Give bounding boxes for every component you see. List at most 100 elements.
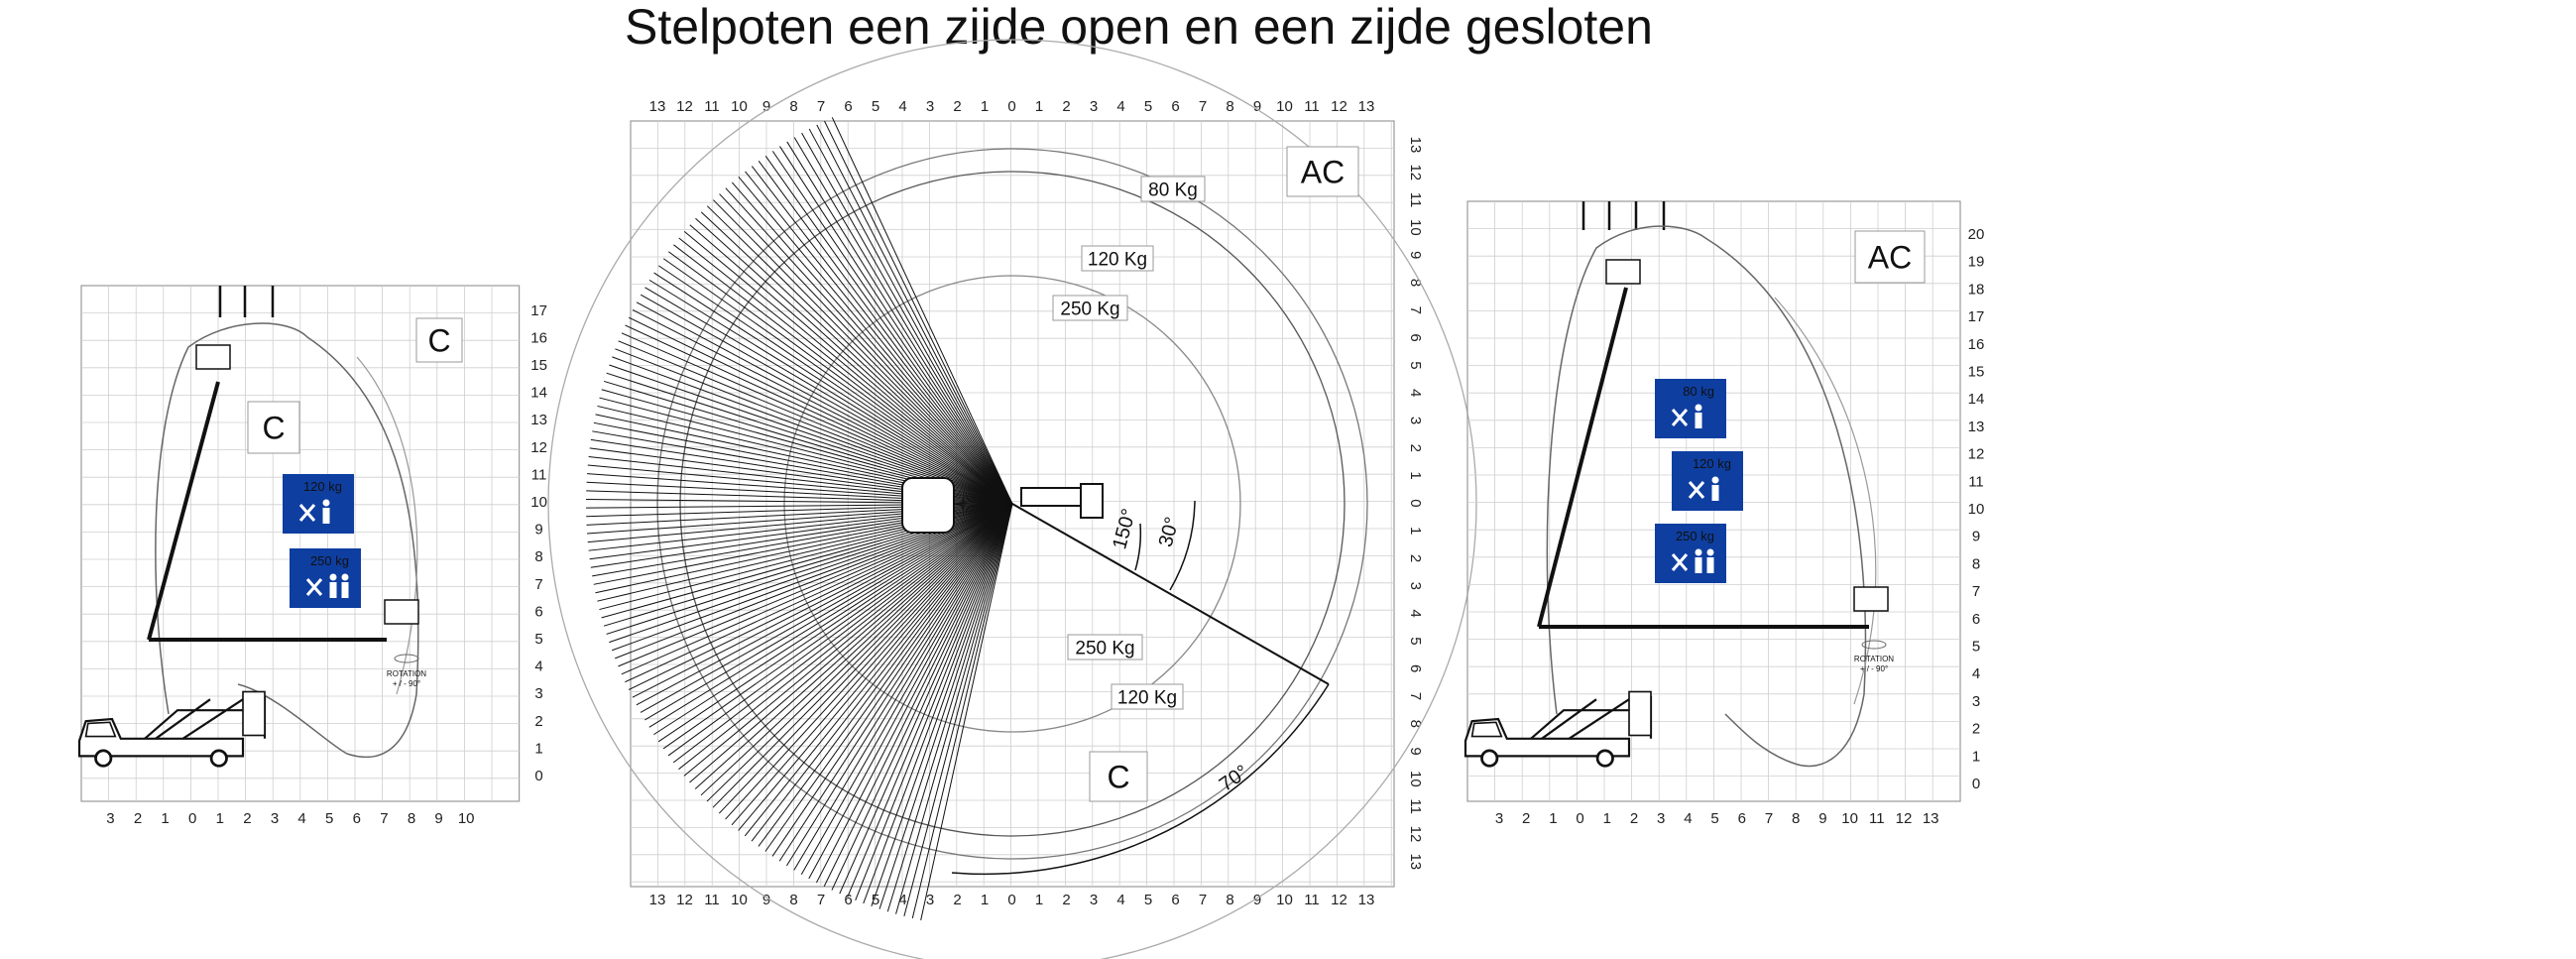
x-tick-top: 0 bbox=[1007, 98, 1015, 115]
y-tick-label: 6 bbox=[1972, 611, 1980, 628]
load-label-250kg: 250 Kg bbox=[1060, 299, 1119, 319]
y-tick-label: 5 bbox=[534, 631, 542, 648]
fan-line bbox=[839, 503, 1013, 895]
x-tick-bottom: 0 bbox=[1007, 892, 1015, 908]
x-tick-label: 10 bbox=[458, 810, 475, 827]
load-sign-plate bbox=[1672, 451, 1743, 511]
y-tick-label: 0 bbox=[1972, 776, 1980, 792]
y-tick-label: 5 bbox=[1407, 361, 1424, 369]
fan-line bbox=[672, 503, 1013, 764]
truck-window bbox=[84, 721, 117, 738]
y-tick-label: 4 bbox=[1407, 389, 1424, 397]
fan-line bbox=[648, 279, 1013, 505]
fan-line bbox=[808, 128, 1013, 505]
y-tick-label: 12 bbox=[1407, 826, 1424, 843]
fan-line bbox=[816, 124, 1013, 505]
y-tick-label: 14 bbox=[1968, 391, 1985, 408]
truck-platform-rest bbox=[1628, 690, 1652, 737]
load-sign-plate bbox=[283, 474, 354, 534]
fan-line bbox=[625, 324, 1013, 505]
x-tick-label: 4 bbox=[1684, 810, 1692, 827]
y-tick-label: 1 bbox=[534, 740, 542, 757]
y-tick-label: 7 bbox=[1972, 583, 1980, 600]
working-envelope-outer bbox=[1774, 297, 1877, 705]
x-tick-label: 11 bbox=[1869, 810, 1885, 827]
zone-label-c-box bbox=[415, 317, 463, 363]
fan-line bbox=[640, 294, 1013, 505]
fan-line bbox=[771, 503, 1013, 857]
fan-line bbox=[731, 181, 1013, 505]
x-tick-top: 7 bbox=[1199, 98, 1207, 115]
truck-window bbox=[1470, 721, 1503, 738]
fan-line bbox=[801, 132, 1013, 505]
x-tick-bottom: 9 bbox=[762, 892, 770, 908]
fan-line bbox=[764, 155, 1013, 505]
fan-line bbox=[751, 166, 1013, 505]
load-label-120kg: 120 Kg bbox=[1117, 687, 1177, 708]
truck-wheel bbox=[1480, 749, 1499, 768]
x-tick-label: 12 bbox=[1896, 810, 1913, 827]
person-head bbox=[1695, 404, 1702, 412]
x-tick-top: 10 bbox=[731, 98, 748, 115]
x-tick-label: 1 bbox=[1549, 810, 1557, 827]
x-tick-bottom: 8 bbox=[789, 892, 797, 908]
fan-line bbox=[731, 503, 1013, 826]
y-tick-label: 2 bbox=[1972, 721, 1980, 738]
x-tick-label: 5 bbox=[325, 810, 333, 827]
fan-line bbox=[886, 503, 1013, 912]
angle-arc bbox=[1169, 500, 1196, 591]
y-tick-label: 11 bbox=[531, 466, 547, 483]
x-tick-bottom: 3 bbox=[1090, 892, 1098, 908]
x-tick-label: 3 bbox=[271, 810, 279, 827]
fan-line bbox=[920, 503, 1013, 921]
y-tick-label: 18 bbox=[1968, 281, 1985, 298]
fan-line bbox=[683, 503, 1013, 777]
fan-line bbox=[700, 503, 1013, 796]
load-label-120kg: 120 Kg bbox=[1088, 249, 1147, 270]
load-range-circle bbox=[547, 39, 1477, 959]
person-head bbox=[329, 573, 337, 581]
fan-line bbox=[678, 237, 1013, 505]
y-tick-label: 7 bbox=[1407, 306, 1424, 314]
basket bbox=[1853, 586, 1889, 612]
y-tick-label: 6 bbox=[1407, 664, 1424, 672]
fan-line bbox=[658, 265, 1013, 505]
load-range-circle bbox=[656, 148, 1368, 860]
load-sign-value: 120 kg bbox=[1693, 456, 1731, 471]
fan-line bbox=[712, 199, 1013, 505]
y-tick-label: 8 bbox=[534, 548, 542, 565]
y-tick-label: 14 bbox=[530, 385, 547, 402]
zone-label-c-box bbox=[247, 401, 300, 454]
y-tick-label: 3 bbox=[534, 685, 542, 702]
y-tick-label: 1 bbox=[1972, 748, 1980, 765]
x-tick-label: 0 bbox=[188, 810, 196, 827]
x-tick-label: 9 bbox=[434, 810, 442, 827]
x-tick-top: 13 bbox=[1358, 98, 1375, 115]
load-sign-value: 120 kg bbox=[303, 479, 342, 494]
person-head bbox=[322, 499, 330, 507]
x-tick-label: 6 bbox=[353, 810, 361, 827]
tools-mark bbox=[1671, 409, 1689, 426]
load-label-250kg-box bbox=[1052, 295, 1128, 321]
load-range-circle bbox=[783, 275, 1241, 733]
x-tick-top: 6 bbox=[844, 98, 852, 115]
fan-line bbox=[700, 211, 1013, 505]
working-envelope-outer bbox=[356, 356, 418, 695]
y-tick-label: 3 bbox=[1972, 693, 1980, 710]
x-tick-bottom: 1 bbox=[981, 892, 989, 908]
y-tick-label: 11 bbox=[1407, 798, 1424, 814]
x-tick-bottom: 7 bbox=[817, 892, 825, 908]
person-head bbox=[341, 573, 349, 581]
one-person-with-tools-icon bbox=[1671, 404, 1702, 428]
x-tick-label: 1 bbox=[1603, 810, 1611, 827]
x-tick-label: 10 bbox=[1841, 810, 1858, 827]
y-tick-label: 2 bbox=[534, 713, 542, 730]
zone-label-ac-box bbox=[1286, 146, 1359, 197]
y-tick-label: 16 bbox=[1968, 336, 1985, 353]
fan-line bbox=[831, 503, 1013, 891]
fan-line bbox=[712, 503, 1013, 808]
page-title: Stelpoten een zijde open en een zijde ge… bbox=[625, 0, 1653, 55]
y-tick-label: 0 bbox=[1407, 499, 1424, 507]
x-tick-bottom: 10 bbox=[731, 892, 748, 908]
